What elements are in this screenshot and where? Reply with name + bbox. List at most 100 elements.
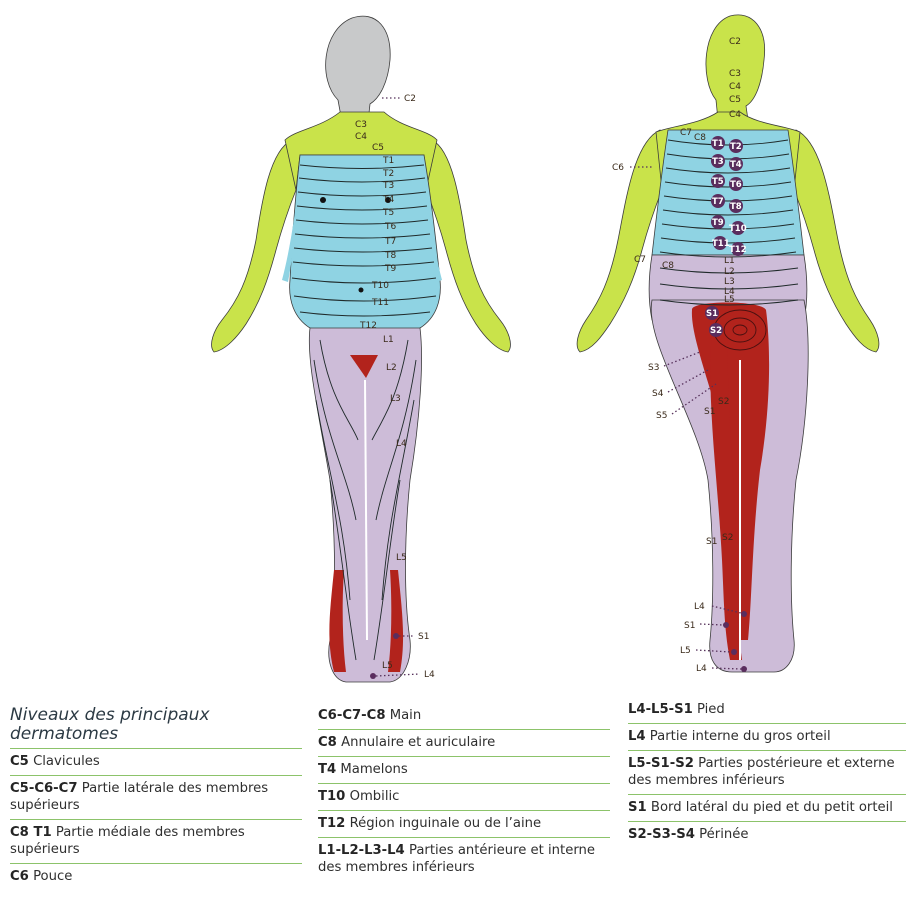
legend-code: S2-S3-S4 xyxy=(628,827,695,842)
back-label-t5: T5 xyxy=(712,177,724,187)
legend-row: C8 Annulaire et auriculaire xyxy=(318,730,610,757)
back-label-s2-thigh: S2 xyxy=(718,397,729,407)
front-label-l5-foot: L5 xyxy=(382,661,393,671)
dermatome-figure: C2 C3 C4 C5 T1 T2 T3 T4 T5 T6 T7 T8 T9 T… xyxy=(0,0,910,700)
legend-code: L1-L2-L3-L4 xyxy=(318,843,405,858)
legend-row: C8 T1 Partie médiale des membres supérie… xyxy=(10,820,302,864)
legend-column-3: L4-L5-S1 Pied L4 Partie interne du gros … xyxy=(628,697,906,848)
legend-column-1: Niveaux des principaux dermatomes C5 Cla… xyxy=(10,700,302,890)
legend-code: T12 xyxy=(318,816,345,831)
back-label-s3: S3 xyxy=(648,363,659,373)
back-label-l5: L5 xyxy=(724,295,735,305)
back-label-c4b: C4 xyxy=(729,110,741,120)
legend-row: T4 Mamelons xyxy=(318,757,610,784)
legend-row: S1 Bord latéral du pied et du petit orte… xyxy=(628,795,906,822)
legend-row: S2-S3-S4 Périnée xyxy=(628,822,906,848)
legend-row: L5-S1-S2 Parties postérieure et externe … xyxy=(628,751,906,795)
back-label-t8: T8 xyxy=(730,202,742,212)
legend-text: Périnée xyxy=(699,827,748,842)
legend-code: L5-S1-S2 xyxy=(628,756,694,771)
front-label-t9: T9 xyxy=(384,264,396,274)
legend-row: C6 Pouce xyxy=(10,864,302,890)
back-body xyxy=(577,15,879,672)
back-label-t6: T6 xyxy=(730,180,742,190)
legend-row: C5-C6-C7 Partie latérale des membres sup… xyxy=(10,776,302,820)
back-label-c4: C4 xyxy=(729,82,741,92)
back-label-t2: T2 xyxy=(730,142,742,152)
legend-row: C5 Clavicules xyxy=(10,749,302,776)
front-body xyxy=(212,16,511,682)
legend-text: Pied xyxy=(697,702,725,717)
front-nipple-dot xyxy=(320,197,326,203)
back-label-c7-arm: C7 xyxy=(634,255,646,265)
legend-code: C5 xyxy=(10,754,29,769)
front-label-t1: T1 xyxy=(382,156,394,166)
front-label-t12: T12 xyxy=(359,321,377,331)
back-label-s1-calf: S1 xyxy=(706,537,717,547)
legend-code: L4 xyxy=(628,729,646,744)
front-label-t6: T6 xyxy=(384,222,396,232)
legend-row: L1-L2-L3-L4 Parties antérieure et intern… xyxy=(318,838,610,881)
back-label-s1-foot: S1 xyxy=(684,621,695,631)
legend-code: T10 xyxy=(318,789,345,804)
back-label-c5: C5 xyxy=(729,95,741,105)
back-label-s2: S2 xyxy=(710,326,722,336)
back-label-l5-foot: L5 xyxy=(680,646,691,656)
front-umbilic-dot xyxy=(359,288,364,293)
legend-text: Mamelons xyxy=(340,762,407,777)
back-label-t12: T12 xyxy=(729,245,747,255)
back-label-t11: T11 xyxy=(712,239,730,249)
front-label-c2: C2 xyxy=(404,94,416,104)
back-label-c8-arm: C8 xyxy=(662,261,674,271)
back-label-t10: T10 xyxy=(729,224,747,234)
legend-column-2: C6-C7-C8 Main C8 Annulaire et auriculair… xyxy=(318,703,610,881)
legend-text: Bord latéral du pied et du petit orteil xyxy=(651,800,893,815)
back-label-t9: T9 xyxy=(712,218,724,228)
front-label-l3: L3 xyxy=(390,394,401,404)
back-label-s4: S4 xyxy=(652,389,664,399)
legend-row: L4-L5-S1 Pied xyxy=(628,697,906,724)
front-label-l1: L1 xyxy=(383,335,394,345)
back-label-c8: C8 xyxy=(694,133,706,143)
legend-row: C6-C7-C8 Main xyxy=(318,703,610,730)
front-label-c4: C4 xyxy=(355,132,367,142)
legend-text: Partie interne du gros orteil xyxy=(650,729,831,744)
legend-code: C8 T1 xyxy=(10,825,52,840)
back-label-l4-heel: L4 xyxy=(696,664,707,674)
front-label-t11: T11 xyxy=(371,298,389,308)
front-label-l5: L5 xyxy=(396,553,407,563)
back-label-s5: S5 xyxy=(656,411,667,421)
front-label-l4-foot: L4 xyxy=(424,670,435,680)
legend-text: Clavicules xyxy=(33,754,100,769)
front-left-arm xyxy=(426,140,510,352)
back-label-l1: L1 xyxy=(724,256,735,266)
front-label-c5: C5 xyxy=(372,143,384,153)
legend-row: T12 Région inguinale ou de l’aine xyxy=(318,811,610,838)
back-label-l3: L3 xyxy=(724,277,735,287)
legend-title: Niveaux des principaux dermatomes xyxy=(10,700,302,749)
back-label-t4: T4 xyxy=(730,160,742,170)
back-label-s1: S1 xyxy=(706,309,718,319)
front-label-t3: T3 xyxy=(382,181,394,191)
back-label-c6: C6 xyxy=(612,163,624,173)
back-label-s2-calf: S2 xyxy=(722,533,733,543)
legend-code: T4 xyxy=(318,762,336,777)
legend-text: Pouce xyxy=(33,869,72,884)
front-label-t5: T5 xyxy=(382,208,394,218)
front-head xyxy=(326,16,391,122)
back-label-s1-thigh: S1 xyxy=(704,407,715,417)
front-label-l2: L2 xyxy=(386,363,397,373)
back-label-c7: C7 xyxy=(680,128,692,138)
legend-row: L4 Partie interne du gros orteil xyxy=(628,724,906,751)
back-label-c3: C3 xyxy=(729,69,741,79)
front-right-arm xyxy=(212,140,296,352)
front-label-l4: L4 xyxy=(396,439,407,449)
back-torso xyxy=(652,130,804,255)
legend-code: C5-C6-C7 xyxy=(10,781,78,796)
back-label-l4-foot: L4 xyxy=(694,602,705,612)
back-label-l2: L2 xyxy=(724,267,735,277)
legend-code: C6-C7-C8 xyxy=(318,708,386,723)
front-label-t10: T10 xyxy=(371,281,389,291)
legend-code: L4-L5-S1 xyxy=(628,702,693,717)
back-label-t1: T1 xyxy=(712,139,724,149)
